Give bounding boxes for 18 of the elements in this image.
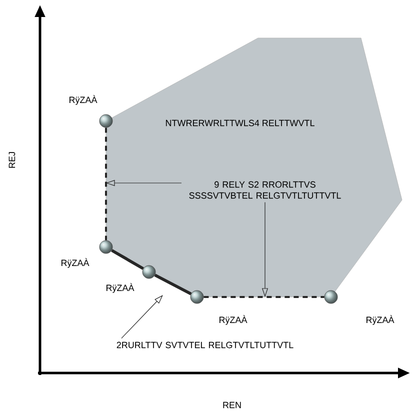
point-label: RÿZAÀ xyxy=(220,315,248,325)
point-label: RÿZAÀ xyxy=(366,315,394,325)
point-marker xyxy=(61,240,113,268)
point-marker xyxy=(69,95,113,128)
annotation-text: 2RURLTTV SVTVTEL RELGTVTLTUTTVTL xyxy=(116,342,294,348)
point-label: RÿZAÀ xyxy=(61,258,90,268)
connector-line xyxy=(105,128,107,240)
connector-line xyxy=(154,274,192,296)
annotation-text: 9 RELY S2 RRORLTTVS SSSSVTVBTEL RELGTVTLTUTTVTL xyxy=(189,181,341,199)
point-label: RÿZAÀ xyxy=(106,283,134,293)
point-marker xyxy=(324,290,338,304)
arrow xyxy=(121,295,163,339)
point-marker xyxy=(190,290,248,325)
connector-line xyxy=(111,249,144,270)
connector-line xyxy=(204,296,324,298)
axis-label: REJ xyxy=(8,152,16,168)
axis-label: REN xyxy=(223,402,241,408)
point-label: RÿZAÀ xyxy=(69,95,98,105)
